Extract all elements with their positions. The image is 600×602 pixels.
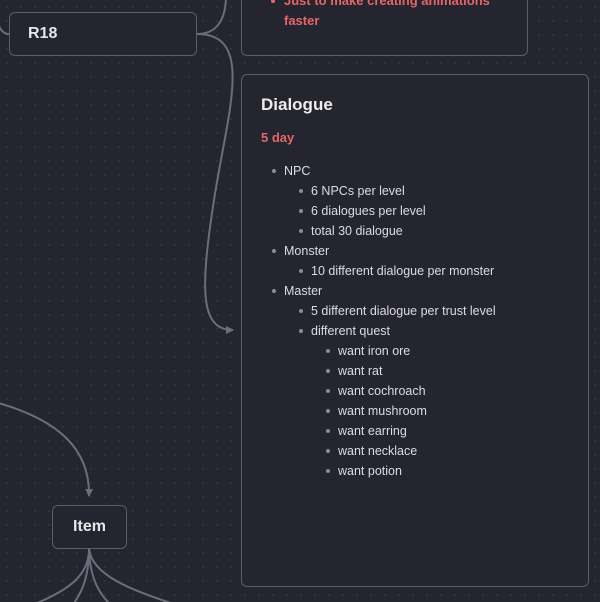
bullet-icon: [299, 209, 303, 213]
quest-text: want earring: [338, 424, 407, 438]
quest-text: want rat: [338, 364, 383, 378]
list-item: 6 dialogues per level: [242, 201, 496, 221]
item-node[interactable]: Item: [52, 505, 127, 549]
bullet-icon: [272, 289, 276, 293]
bullet-icon: [326, 449, 330, 453]
list-item: different quest: [242, 321, 496, 341]
bullet-icon: [299, 189, 303, 193]
r18-node[interactable]: R18: [9, 12, 197, 56]
bullet-icon: [299, 269, 303, 273]
item-text: different quest: [311, 324, 390, 338]
dialogue-card[interactable]: Dialogue 5 day NPC 6 NPCs per level 6 di…: [241, 74, 589, 587]
section-label: Monster: [284, 244, 330, 258]
dialogue-outline: NPC 6 NPCs per level 6 dialogues per lev…: [242, 161, 496, 481]
animation-notes: Just to make creating animations faster: [242, 0, 504, 31]
quest-item: want rat: [242, 361, 496, 381]
item-text: total 30 dialogue: [311, 224, 403, 238]
r18-node-title: R18: [28, 25, 58, 42]
bullet-icon: [299, 329, 303, 333]
quest-text: want mushroom: [338, 404, 427, 418]
dialogue-duration: 5 day: [261, 130, 295, 145]
bullet-icon: [299, 309, 303, 313]
list-item: total 30 dialogue: [242, 221, 496, 241]
edge-item-out-3: [88, 548, 110, 602]
quest-text: want potion: [338, 464, 402, 478]
item-text: 6 NPCs per level: [311, 184, 405, 198]
edge-into-r18: [0, 25, 10, 35]
item-text: 10 different dialogue per monster: [311, 264, 495, 278]
dialogue-card-title: Dialogue: [261, 95, 333, 114]
list-item: 10 different dialogue per monster: [242, 261, 496, 281]
item-node-title: Item: [73, 518, 106, 535]
edge-r18-to-dialogue: [196, 33, 234, 334]
animation-note: Just to make creating animations faster: [271, 0, 504, 31]
bullet-icon: [326, 409, 330, 413]
quest-item: want potion: [242, 461, 496, 481]
item-text: 6 dialogues per level: [311, 204, 426, 218]
section-label: Master: [284, 284, 323, 298]
list-item-monster: Monster: [242, 241, 496, 261]
quest-text: want cochroach: [338, 384, 426, 398]
quest-text: want necklace: [338, 444, 418, 458]
quest-item: want iron ore: [242, 341, 496, 361]
item-text: 5 different dialogue per trust level: [311, 304, 496, 318]
list-item: 5 different dialogue per trust level: [242, 301, 496, 321]
list-item-npc: NPC: [242, 161, 496, 181]
bullet-icon: [326, 369, 330, 373]
edge-top-to-r18: [196, 0, 227, 35]
quest-text: want iron ore: [338, 344, 411, 358]
section-label: NPC: [284, 164, 311, 178]
quest-item: want mushroom: [242, 401, 496, 421]
list-item-master: Master: [242, 281, 496, 301]
list-item: 6 NPCs per level: [242, 181, 496, 201]
bullet-icon: [326, 469, 330, 473]
edge-item-out-4: [88, 548, 171, 602]
bullet-icon: [272, 169, 276, 173]
quest-item: want necklace: [242, 441, 496, 461]
bullet-icon: [326, 429, 330, 433]
quest-item: want cochroach: [242, 381, 496, 401]
bullet-icon: [272, 249, 276, 253]
bullet-icon: [326, 389, 330, 393]
bullet-icon: [326, 349, 330, 353]
bullet-icon: [299, 229, 303, 233]
edge-to-item: [0, 402, 94, 497]
animation-card[interactable]: Just to make creating animations faster: [241, 0, 528, 56]
quest-item: want earring: [242, 421, 496, 441]
